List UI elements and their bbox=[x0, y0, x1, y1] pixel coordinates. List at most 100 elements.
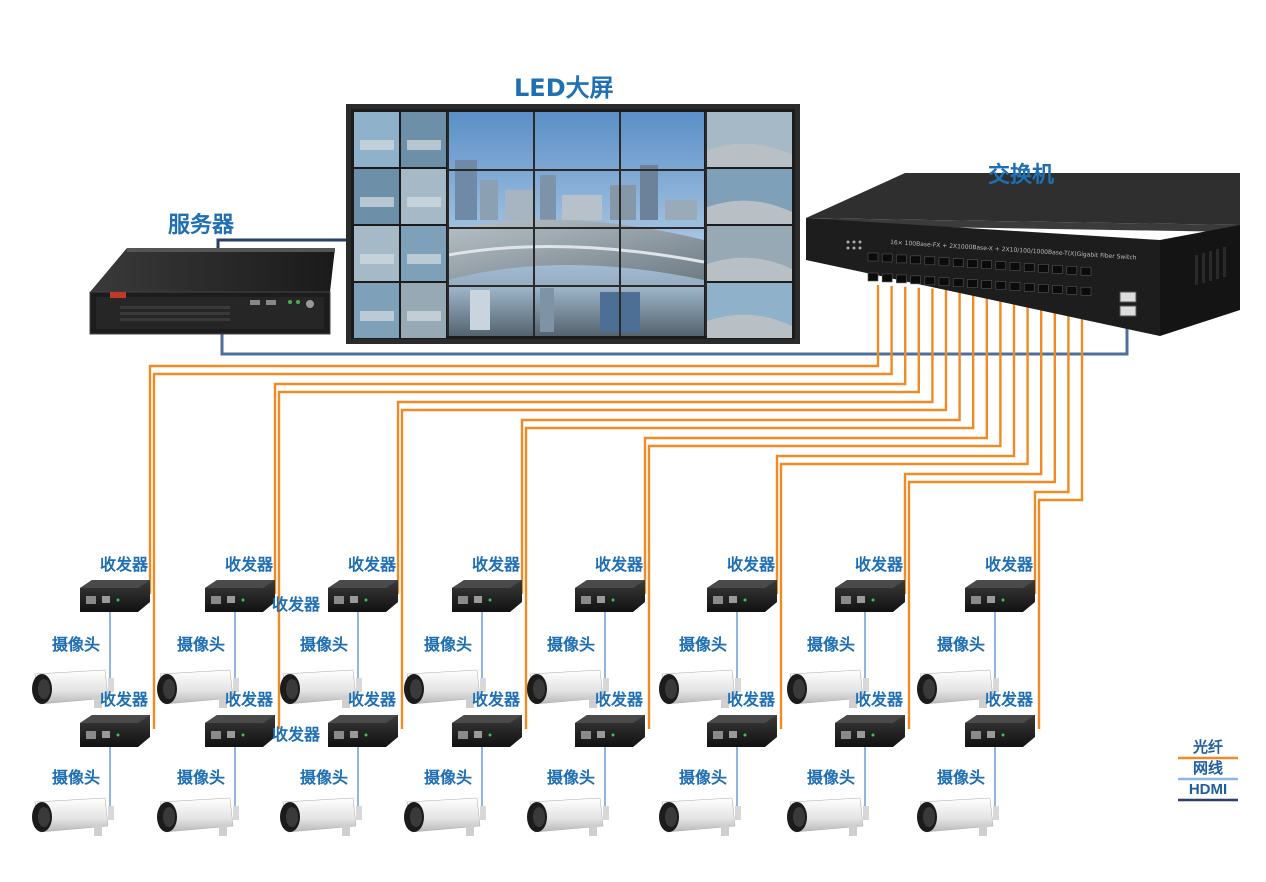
fiber-cable bbox=[779, 294, 1029, 729]
transceiver-icon bbox=[707, 715, 777, 747]
hdmi-cable bbox=[216, 238, 346, 248]
fiber-cable bbox=[907, 296, 1056, 729]
camera-label: 摄像头 bbox=[547, 635, 595, 654]
switch-fiber-port bbox=[924, 256, 936, 266]
camera-icon bbox=[280, 797, 362, 836]
network-cables bbox=[109, 612, 996, 808]
transceiver-icon bbox=[965, 580, 1035, 612]
screen-tile bbox=[401, 112, 446, 167]
fiber-cables bbox=[148, 285, 1084, 729]
fiber-cable bbox=[520, 290, 961, 594]
screen-tile bbox=[401, 283, 446, 338]
camera-label: 摄像头 bbox=[937, 635, 985, 654]
switch-fiber-port bbox=[952, 258, 964, 268]
transceiver-label: 收发器 bbox=[100, 555, 149, 574]
transceiver-label: 收发器 bbox=[225, 690, 274, 709]
transceiver-icon bbox=[452, 715, 522, 747]
camera-label: 摄像头 bbox=[177, 635, 225, 654]
fiber-cable bbox=[277, 287, 920, 729]
camera-icon bbox=[917, 669, 999, 708]
transceiver-label: 收发器 bbox=[595, 555, 644, 574]
legend-label: 网线 bbox=[1193, 759, 1223, 777]
camera-label: 摄像头 bbox=[52, 635, 100, 654]
transceiver-icon bbox=[328, 715, 398, 747]
camera-label: 摄像头 bbox=[424, 635, 472, 654]
legend-label: 光纤 bbox=[1192, 738, 1223, 756]
camera-icon bbox=[787, 797, 869, 836]
switch-fiber-port bbox=[995, 261, 1007, 270]
fiber-cable bbox=[643, 292, 988, 594]
transceiver-icon bbox=[205, 715, 275, 747]
switch-fiber-port bbox=[1038, 264, 1049, 273]
fiber-cable bbox=[400, 289, 948, 729]
camera-label: 摄像头 bbox=[937, 768, 985, 787]
camera-label: 摄像头 bbox=[547, 768, 595, 787]
camera-icon bbox=[659, 669, 741, 708]
camera-label: 摄像头 bbox=[679, 768, 727, 787]
switch-fiber-port bbox=[1080, 266, 1092, 276]
fiber-cable bbox=[396, 288, 934, 594]
screen-tile bbox=[354, 112, 399, 167]
camera-icon bbox=[32, 669, 114, 708]
camera-icon bbox=[404, 669, 486, 708]
transceiver-label: 收发器 bbox=[985, 555, 1034, 574]
edge-devices: 收发器摄像头收发器摄像头收发器摄像头收发器摄像头收发器摄像头收发器摄像头收发器摄… bbox=[32, 555, 1035, 836]
switch-fiber-port bbox=[896, 254, 907, 264]
transceiver-icon bbox=[835, 715, 905, 747]
server-icon bbox=[89, 248, 335, 335]
fiber-cable bbox=[775, 294, 1016, 594]
fiber-cable bbox=[1033, 297, 1070, 594]
transceiver-label: 收发器 bbox=[225, 555, 274, 574]
fiber-cable bbox=[148, 285, 880, 594]
screen-tile bbox=[354, 283, 399, 338]
transceiver-label: 收发器 bbox=[727, 555, 776, 574]
switch-fiber-port bbox=[967, 259, 978, 268]
led-screen bbox=[346, 104, 800, 344]
camera-label: 摄像头 bbox=[807, 768, 855, 787]
transceiver-icon bbox=[452, 580, 522, 612]
camera-label: 摄像头 bbox=[679, 635, 727, 654]
network-cable-server-switch bbox=[220, 318, 1129, 356]
camera-icon bbox=[527, 797, 609, 836]
camera-icon bbox=[157, 669, 239, 708]
switch-fiber-port bbox=[910, 255, 921, 265]
transceiver-label: 收发器 bbox=[272, 595, 321, 614]
fiber-cable bbox=[903, 295, 1043, 594]
camera-label: 摄像头 bbox=[424, 768, 472, 787]
transceiver-label: 收发器 bbox=[855, 555, 904, 574]
transceiver-label: 收发器 bbox=[855, 690, 904, 709]
transceiver-label: 收发器 bbox=[595, 690, 644, 709]
switch-fiber-port bbox=[1066, 265, 1078, 275]
switch-icon: 16× 100Base-FX + 2X1000Base-X + 2X10/100… bbox=[806, 173, 1240, 336]
transceiver-icon bbox=[707, 580, 777, 612]
screen-center-buildings bbox=[447, 160, 705, 336]
camera-icon bbox=[32, 797, 114, 836]
led-screen-label: LED大屏 bbox=[514, 74, 614, 102]
transceiver-icon bbox=[835, 580, 905, 612]
server-label: 服务器 bbox=[168, 213, 235, 238]
screen-tile bbox=[401, 169, 446, 224]
camera-icon bbox=[404, 797, 486, 836]
switch-rj45-port bbox=[1119, 305, 1137, 317]
transceiver-icon bbox=[965, 715, 1035, 747]
camera-icon bbox=[787, 669, 869, 708]
screen-tile bbox=[401, 226, 446, 281]
fiber-cable bbox=[647, 293, 1002, 729]
camera-icon bbox=[280, 669, 362, 708]
camera-icon bbox=[157, 797, 239, 836]
screen-tile bbox=[354, 226, 399, 281]
camera-label: 摄像头 bbox=[300, 768, 348, 787]
transceiver-label: 收发器 bbox=[100, 690, 149, 709]
transceiver-label: 收发器 bbox=[727, 690, 776, 709]
legend-label: HDMI bbox=[1189, 781, 1227, 798]
screen-left-tiles bbox=[354, 112, 446, 338]
transceiver-label: 收发器 bbox=[472, 555, 521, 574]
transceiver-icon bbox=[575, 715, 645, 747]
switch-fiber-port bbox=[938, 257, 950, 267]
transceiver-label: 收发器 bbox=[272, 725, 321, 744]
switch-fiber-port bbox=[1023, 263, 1035, 272]
transceiver-label: 收发器 bbox=[985, 690, 1034, 709]
transceiver-icon bbox=[575, 580, 645, 612]
